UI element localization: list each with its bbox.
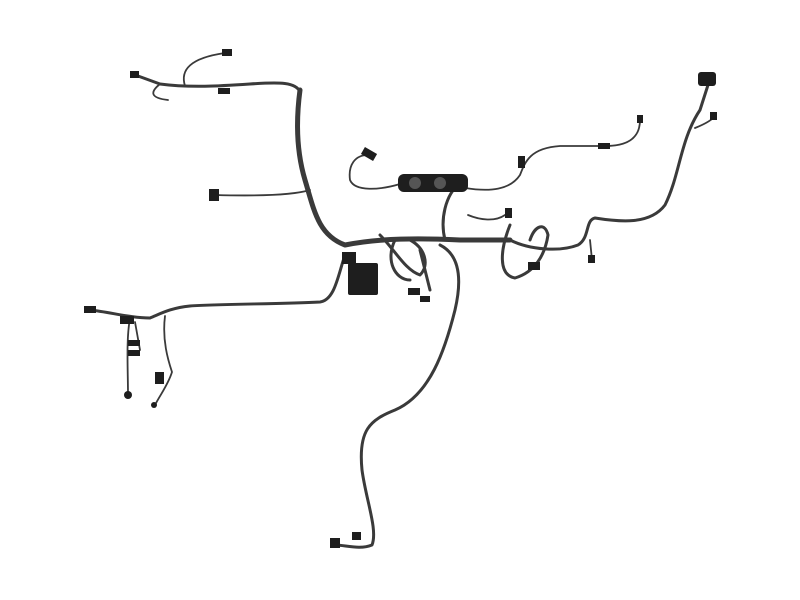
harness-drop (126, 317, 131, 396)
connector (352, 532, 361, 540)
connector (330, 538, 340, 548)
connector (528, 262, 540, 270)
connector (124, 391, 132, 399)
connector (120, 316, 134, 324)
connector (360, 147, 378, 161)
connector (698, 72, 716, 86)
harness-branch-down (333, 243, 461, 549)
connector (598, 143, 610, 149)
harness-branch-top-center-left (348, 154, 401, 190)
connector (84, 306, 96, 313)
connector (518, 156, 525, 168)
connector (218, 88, 230, 94)
harness-branch-top-small (152, 83, 169, 101)
connector (408, 288, 420, 295)
harness-branch-top-left (136, 74, 302, 94)
connector (637, 115, 643, 123)
connector (342, 252, 356, 264)
harness-branch-top-center-right (464, 119, 641, 191)
connector (151, 402, 157, 408)
connector (128, 340, 140, 346)
harness-branch-top-connector (183, 52, 226, 87)
harness-branch-lower-left (88, 253, 347, 320)
connector (505, 208, 512, 218)
junction-box (348, 263, 378, 295)
harness-cluster (378, 233, 432, 292)
connector (588, 255, 595, 263)
connector (710, 112, 717, 120)
harness-main-trunk (294, 87, 513, 248)
module-fan (409, 177, 421, 189)
connector (222, 49, 232, 56)
harness-loop (500, 223, 550, 280)
connector (420, 296, 430, 302)
connector (209, 189, 219, 201)
control-module (398, 174, 468, 192)
harness-drop (154, 315, 173, 406)
harness-branch-left-mid (214, 189, 311, 197)
harness-branch-right (508, 83, 710, 251)
connector (155, 372, 164, 384)
harness-branch-stub (467, 214, 506, 221)
connector (130, 71, 139, 78)
connector (128, 350, 140, 356)
module-fan (434, 177, 446, 189)
